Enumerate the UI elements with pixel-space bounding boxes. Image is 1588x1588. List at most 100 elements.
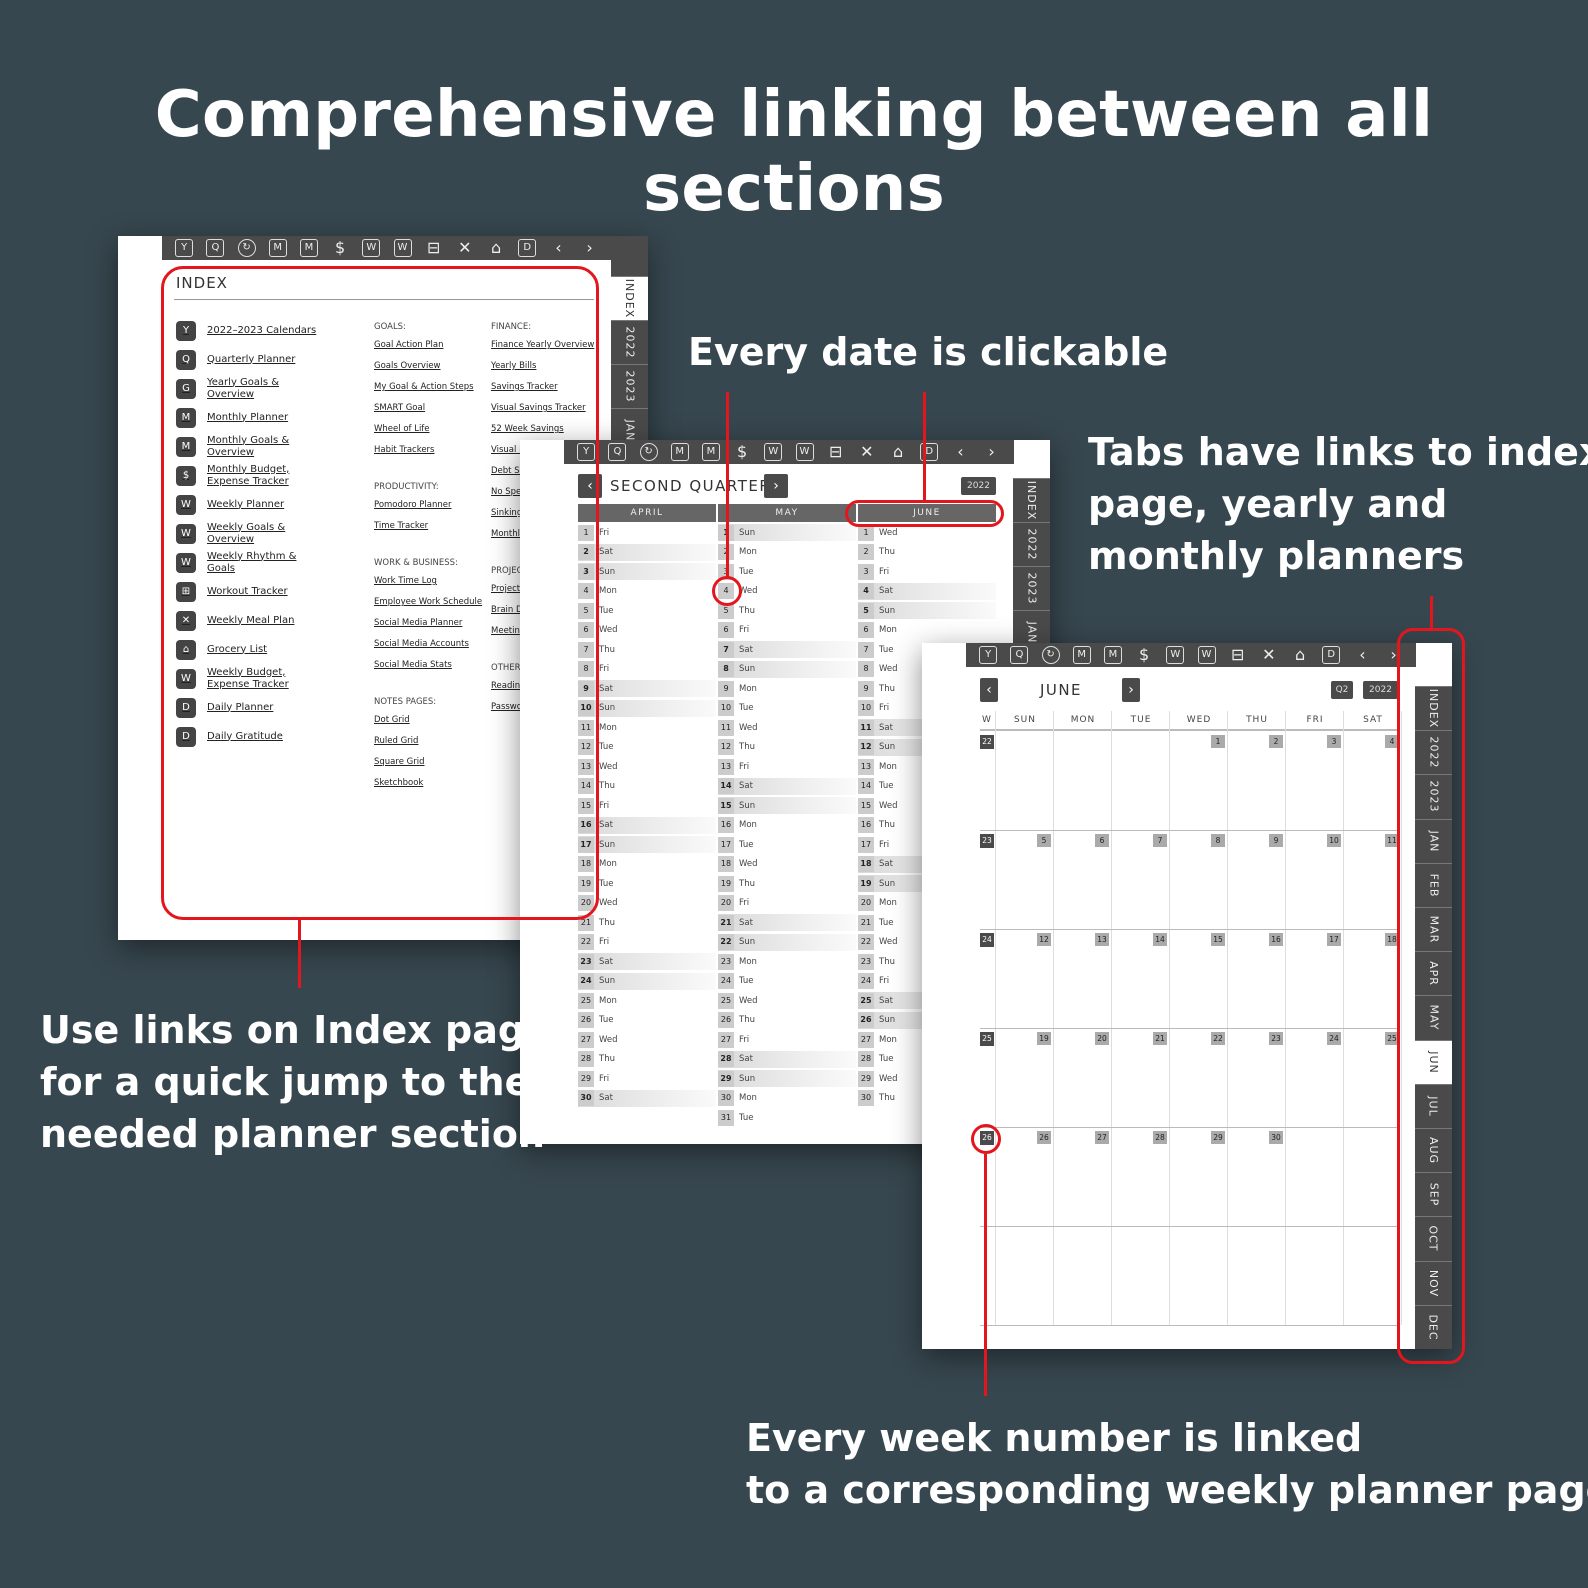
calendar-date[interactable]: 12 — [1037, 933, 1051, 946]
calendar-date[interactable]: 25 — [1385, 1032, 1399, 1045]
quarterly-icon[interactable]: Q — [1010, 646, 1029, 664]
tab-2022[interactable]: 2022 — [611, 320, 648, 364]
date-number[interactable]: 11 — [858, 719, 874, 736]
index-link[interactable]: Visual Savings Tracker — [491, 403, 586, 413]
date-number[interactable]: 28 — [578, 1051, 594, 1067]
date-number[interactable]: 22 — [858, 934, 874, 950]
date-number[interactable]: 13 — [578, 758, 594, 775]
date-number[interactable]: 24 — [718, 973, 734, 989]
date-number[interactable]: 30 — [858, 1090, 874, 1106]
calendar-date[interactable]: 22 — [1211, 1032, 1225, 1045]
date-number[interactable]: 10 — [578, 700, 594, 716]
index-link[interactable]: Goals Overview — [374, 361, 441, 371]
date-number[interactable]: 17 — [578, 836, 594, 853]
index-link[interactable]: Dot Grid — [374, 715, 410, 725]
date-number[interactable]: 12 — [858, 739, 874, 755]
index-link[interactable]: ✕Weekly Meal Plan — [176, 606, 346, 635]
date-number[interactable]: 3 — [578, 563, 594, 580]
calendar-date[interactable]: 2 — [1269, 735, 1283, 748]
index-link[interactable]: $Monthly Budget, Expense Tracker — [176, 461, 346, 490]
month-next-button[interactable]: › — [1122, 678, 1140, 702]
daily-icon[interactable]: D — [518, 239, 537, 257]
calendar-date[interactable]: 4 — [1385, 735, 1399, 748]
date-number[interactable]: 9 — [718, 680, 734, 697]
date-number[interactable]: 7 — [578, 641, 594, 658]
weekly-goals-icon[interactable]: W — [393, 239, 412, 257]
date-number[interactable]: 6 — [858, 622, 874, 638]
date-number[interactable]: 12 — [718, 739, 734, 755]
date-number[interactable]: 6 — [578, 622, 594, 638]
yearly-goals-icon[interactable]: ↻ — [639, 443, 658, 461]
quarter-year-badge[interactable]: 2022 — [961, 477, 996, 495]
date-number[interactable]: 11 — [578, 719, 594, 736]
meal-icon[interactable]: ✕ — [860, 442, 874, 461]
budget-icon[interactable]: $ — [737, 442, 748, 461]
yearly-icon[interactable]: Y — [175, 239, 194, 257]
calendar-date[interactable]: 29 — [1211, 1131, 1225, 1144]
date-number[interactable]: 22 — [718, 934, 734, 950]
date-number[interactable]: 5 — [578, 602, 594, 619]
calendar-date[interactable]: 26 — [1037, 1131, 1051, 1144]
index-link[interactable]: Visual D — [491, 445, 526, 455]
index-link[interactable]: My Goal & Action Steps — [374, 382, 474, 392]
weekly-goals-icon[interactable]: W — [1197, 646, 1216, 664]
calendar-date[interactable]: 21 — [1153, 1032, 1167, 1045]
daily-icon[interactable]: D — [1322, 646, 1341, 664]
index-link[interactable]: Savings Tracker — [491, 382, 558, 392]
index-link[interactable]: Habit Trackers — [374, 445, 435, 455]
date-number[interactable]: 16 — [718, 817, 734, 833]
index-link[interactable]: ⊞Workout Tracker — [176, 577, 346, 606]
calendar-date[interactable]: 27 — [1095, 1131, 1109, 1144]
calendar-date[interactable]: 7 — [1153, 834, 1167, 847]
quarter-next-button[interactable]: › — [764, 474, 788, 498]
prev-icon[interactable]: ‹ — [957, 442, 964, 461]
index-link[interactable]: Readin — [491, 681, 521, 691]
date-number[interactable]: 5 — [718, 602, 734, 619]
grocery-icon[interactable]: ⌂ — [892, 442, 904, 461]
workout-icon[interactable]: ⊟ — [828, 442, 843, 461]
date-number[interactable]: 9 — [858, 680, 874, 697]
date-number[interactable]: 25 — [718, 992, 734, 1009]
date-number[interactable]: 26 — [578, 1012, 594, 1028]
date-number[interactable]: 12 — [578, 739, 594, 755]
daily-icon[interactable]: D — [920, 443, 939, 461]
date-number[interactable]: 1 — [578, 524, 594, 541]
month-header-may[interactable]: MAY — [718, 504, 856, 522]
index-link[interactable]: Ruled Grid — [374, 736, 419, 746]
tab-jan[interactable]: JAN — [1415, 818, 1452, 863]
date-row[interactable]: 2Mon — [718, 544, 856, 561]
date-number[interactable]: 5 — [858, 602, 874, 619]
calendar-date[interactable]: 24 — [1327, 1032, 1341, 1045]
calendar-date[interactable]: 3 — [1327, 735, 1341, 748]
calendar-date[interactable]: 10 — [1327, 834, 1341, 847]
date-number[interactable]: 17 — [858, 836, 874, 853]
prev-icon[interactable]: ‹ — [1359, 645, 1366, 664]
date-number[interactable]: 29 — [718, 1070, 734, 1087]
calendar-date[interactable]: 5 — [1037, 834, 1051, 847]
calendar-date[interactable]: 15 — [1211, 933, 1225, 946]
